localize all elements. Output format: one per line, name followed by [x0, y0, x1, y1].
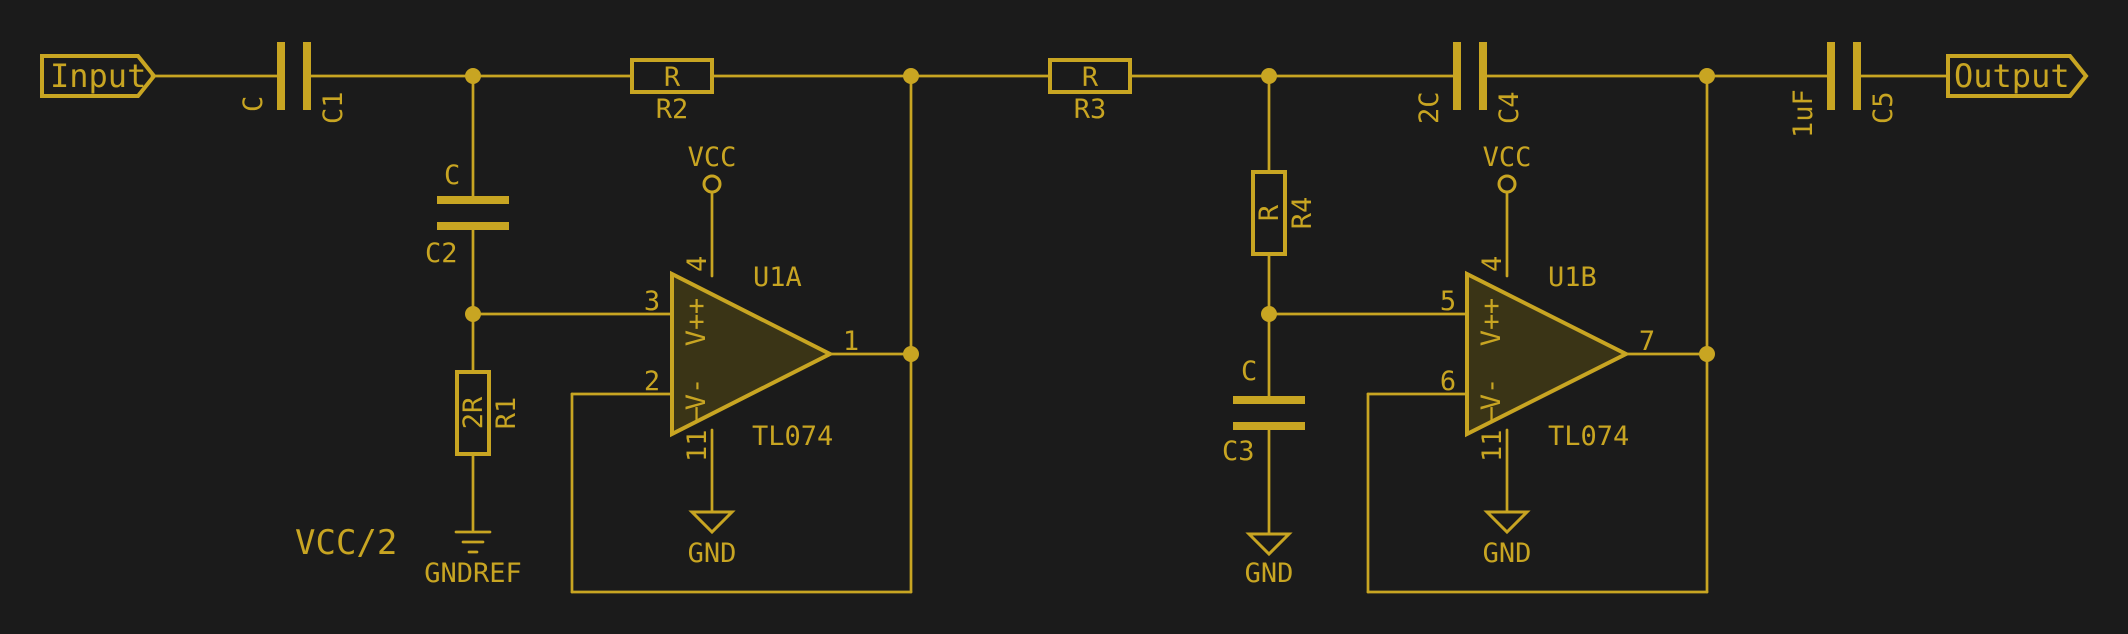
r2-ref: R2 — [656, 94, 689, 125]
vcc-symbol-u1b: VCC — [1483, 142, 1532, 194]
vcc-u1a-label: VCC — [688, 142, 737, 173]
u1a-pin-minus: 2 — [644, 366, 660, 397]
input-port-label: Input — [50, 57, 146, 95]
resistor-r4[interactable]: R R4 — [1251, 170, 1318, 256]
r4-value: R — [1254, 204, 1285, 221]
c4-value: 2C — [1414, 91, 1445, 124]
u1b-pin-vneg: 11 — [1477, 429, 1508, 462]
c3-value: C — [1241, 356, 1257, 387]
capacitor-c1[interactable]: C C1 — [238, 42, 349, 124]
junctions — [465, 68, 1715, 362]
c1-value: C — [238, 96, 269, 112]
vcc-symbol-u1a: VCC — [688, 142, 737, 194]
u1b-pin-plus: 5 — [1440, 286, 1456, 317]
opamp-u1a[interactable]: V+ V- + − 3 2 1 4 11 U1A TL074 — [644, 256, 859, 462]
output-port[interactable]: Output — [1946, 54, 2089, 98]
gnd-c3-label: GND — [1245, 558, 1294, 589]
u1b-plus-text: + — [1476, 298, 1507, 314]
u1a-vminus-text: V- — [681, 378, 712, 411]
u1b-pin-minus: 6 — [1440, 366, 1456, 397]
capacitor-c2[interactable]: C C2 — [425, 160, 509, 269]
u1a-pin-vneg: 11 — [682, 429, 713, 462]
c2-value: C — [444, 160, 460, 191]
u1a-plus-text: + — [681, 298, 712, 314]
gndref-symbol: GNDREF — [424, 530, 522, 589]
c5-ref: C5 — [1868, 91, 1899, 124]
resistor-r2[interactable]: R R2 — [630, 58, 714, 125]
c4-ref: C4 — [1494, 91, 1525, 124]
u1a-ref: U1A — [753, 262, 802, 293]
capacitor-c4[interactable]: 2C C4 — [1414, 42, 1525, 124]
c3-ref: C3 — [1222, 436, 1255, 467]
r3-ref: R3 — [1074, 94, 1107, 125]
capacitor-c3[interactable]: C C3 — [1222, 356, 1305, 467]
opamp-u1b[interactable]: V+ V- + − 5 6 7 4 11 U1B TL074 — [1440, 256, 1655, 462]
u1b-pin-vpos: 4 — [1477, 256, 1508, 272]
c5-value: 1uF — [1788, 89, 1819, 138]
gnd-symbol-u1b: GND — [1483, 510, 1532, 569]
u1b-minus-text: − — [1476, 406, 1507, 422]
u1b-vminus-text: V- — [1476, 378, 1507, 411]
gnd-symbol-c3: GND — [1245, 532, 1294, 589]
gndref-label: GNDREF — [424, 558, 522, 589]
u1a-pin-out: 1 — [843, 326, 859, 357]
u1a-minus-text: − — [681, 406, 712, 422]
r1-value: 2R — [458, 396, 489, 429]
gnd-u1b-label: GND — [1483, 538, 1532, 569]
u1b-ref: U1B — [1548, 262, 1597, 293]
r2-value: R — [664, 62, 681, 93]
r1-ref: R1 — [491, 397, 522, 430]
gnd-symbol-u1a: GND — [688, 510, 737, 569]
u1a-value: TL074 — [752, 421, 833, 452]
r3-value: R — [1082, 62, 1099, 93]
resistor-r1[interactable]: 2R R1 — [455, 370, 522, 456]
vcc-half-label: VCC/2 — [295, 523, 397, 563]
u1b-pin-out: 7 — [1639, 326, 1655, 357]
u1b-value: TL074 — [1548, 421, 1629, 452]
u1b-vplus-text: V+ — [1476, 314, 1507, 347]
gnd-u1a-label: GND — [688, 538, 737, 569]
wires — [150, 74, 1950, 594]
c2-ref: C2 — [425, 238, 458, 269]
input-port[interactable]: Input — [40, 54, 157, 98]
vcc-u1b-label: VCC — [1483, 142, 1532, 173]
u1a-vplus-text: V+ — [681, 314, 712, 347]
u1a-pin-plus: 3 — [644, 286, 660, 317]
resistor-r3[interactable]: R R3 — [1048, 58, 1132, 125]
c1-ref: C1 — [318, 91, 349, 124]
u1a-pin-vpos: 4 — [682, 256, 713, 272]
output-port-label: Output — [1954, 57, 2070, 95]
capacitor-c5[interactable]: 1uF C5 — [1788, 42, 1899, 138]
r4-ref: R4 — [1287, 197, 1318, 230]
